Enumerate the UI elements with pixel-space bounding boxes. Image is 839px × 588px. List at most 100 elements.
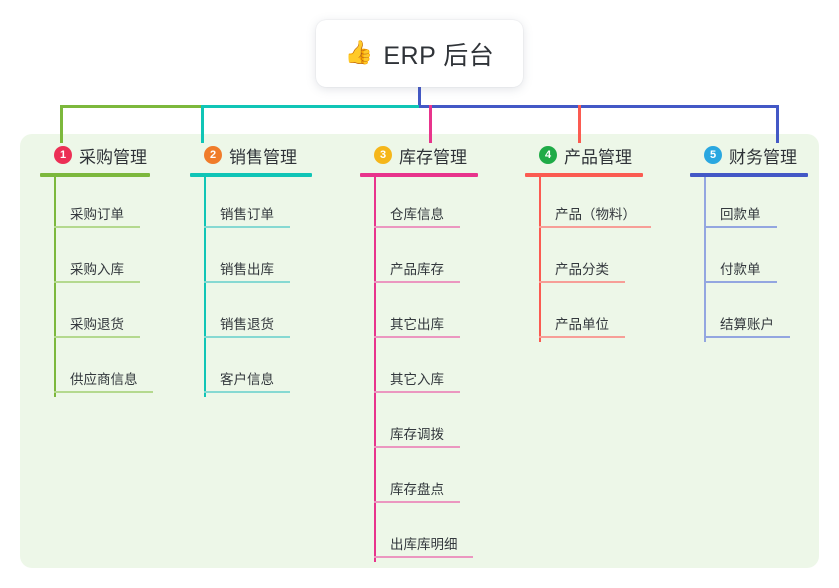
list-item[interactable]: 付款单 bbox=[690, 232, 830, 287]
branch-index-badge: 1 bbox=[54, 146, 72, 164]
branch-rule bbox=[190, 173, 312, 177]
list-item[interactable]: 回款单 bbox=[690, 177, 830, 232]
list-item[interactable]: 采购入库 bbox=[40, 232, 190, 287]
list-item[interactable]: 仓库信息 bbox=[360, 177, 520, 232]
list-item[interactable]: 销售出库 bbox=[190, 232, 340, 287]
branch-header-finance[interactable]: 5 财务管理 bbox=[690, 142, 830, 168]
branch-items-product: 产品（物料） 产品分类 产品单位 bbox=[525, 177, 690, 342]
bus-segment-green bbox=[60, 105, 201, 108]
branch-header-sales[interactable]: 2 销售管理 bbox=[190, 142, 340, 168]
thumbs-up-icon: 👍 bbox=[344, 40, 374, 66]
list-item-rule bbox=[54, 336, 140, 338]
branch-index-badge: 3 bbox=[374, 146, 392, 164]
list-item-label: 销售退货 bbox=[220, 317, 274, 332]
branch-rule bbox=[690, 173, 808, 177]
list-item-label: 产品分类 bbox=[555, 262, 609, 277]
list-item[interactable]: 结算账户 bbox=[690, 287, 830, 342]
list-item-label: 产品单位 bbox=[555, 317, 609, 332]
branch-header-purchasing[interactable]: 1 采购管理 bbox=[40, 142, 190, 168]
drop-purchasing bbox=[60, 105, 63, 143]
branch-spine bbox=[54, 177, 56, 397]
list-item[interactable]: 其它入库 bbox=[360, 342, 520, 397]
list-item[interactable]: 采购订单 bbox=[40, 177, 190, 232]
list-item-rule bbox=[204, 336, 290, 338]
list-item-label: 付款单 bbox=[720, 262, 761, 277]
branch-title: 产品管理 bbox=[564, 147, 632, 167]
list-item-label: 采购退货 bbox=[70, 317, 124, 332]
drop-product bbox=[578, 105, 581, 143]
branch-title: 财务管理 bbox=[729, 147, 797, 167]
list-item-label: 产品库存 bbox=[390, 262, 444, 277]
root-node[interactable]: 👍 ERP 后台 bbox=[316, 20, 523, 87]
branch-spine bbox=[374, 177, 376, 562]
list-item-label: 其它入库 bbox=[390, 372, 444, 387]
list-item-rule bbox=[539, 281, 625, 283]
list-item[interactable]: 产品分类 bbox=[525, 232, 690, 287]
drop-sales bbox=[201, 105, 204, 143]
list-item-label: 销售出库 bbox=[220, 262, 274, 277]
branch-index-badge: 4 bbox=[539, 146, 557, 164]
drop-finance bbox=[776, 105, 779, 143]
root-node-label: ERP 后台 bbox=[383, 41, 495, 70]
list-item-rule bbox=[539, 226, 651, 228]
list-item-label: 结算账户 bbox=[720, 317, 774, 332]
list-item[interactable]: 出库库明细 bbox=[360, 507, 520, 562]
list-item[interactable]: 产品库存 bbox=[360, 232, 520, 287]
branch-title: 销售管理 bbox=[229, 147, 297, 167]
list-item-rule bbox=[704, 226, 777, 228]
list-item[interactable]: 供应商信息 bbox=[40, 342, 190, 397]
list-item[interactable]: 其它出库 bbox=[360, 287, 520, 342]
list-item-rule bbox=[704, 281, 777, 283]
list-item-label: 客户信息 bbox=[220, 372, 274, 387]
branch-header-product[interactable]: 4 产品管理 bbox=[525, 142, 690, 168]
branch-rule bbox=[40, 173, 150, 177]
branch-items-purchasing: 采购订单 采购入库 采购退货 供应商信息 bbox=[40, 177, 190, 397]
branch-column-inventory: 3 库存管理 仓库信息 产品库存 其它出库 其它入库 库存调拨 bbox=[360, 142, 520, 562]
list-item[interactable]: 销售退货 bbox=[190, 287, 340, 342]
branch-column-product: 4 产品管理 产品（物料） 产品分类 产品单位 bbox=[525, 142, 690, 342]
list-item[interactable]: 库存盘点 bbox=[360, 452, 520, 507]
list-item[interactable]: 采购退货 bbox=[40, 287, 190, 342]
branch-spine bbox=[704, 177, 706, 342]
branch-column-sales: 2 销售管理 销售订单 销售出库 销售退货 客户信息 bbox=[190, 142, 340, 397]
list-item-label: 产品（物料） bbox=[555, 207, 636, 222]
list-item-label: 供应商信息 bbox=[70, 372, 138, 387]
list-item-rule bbox=[54, 226, 140, 228]
list-item-label: 出库库明细 bbox=[390, 537, 458, 552]
list-item[interactable]: 客户信息 bbox=[190, 342, 340, 397]
list-item-label: 采购订单 bbox=[70, 207, 124, 222]
branch-items-sales: 销售订单 销售出库 销售退货 客户信息 bbox=[190, 177, 340, 397]
branch-index-badge: 5 bbox=[704, 146, 722, 164]
branch-rule bbox=[525, 173, 643, 177]
list-item[interactable]: 销售订单 bbox=[190, 177, 340, 232]
list-item-label: 库存调拨 bbox=[390, 427, 444, 442]
list-item-rule bbox=[374, 556, 473, 558]
branch-title: 库存管理 bbox=[399, 147, 467, 167]
list-item-label: 采购入库 bbox=[70, 262, 124, 277]
list-item[interactable]: 产品（物料） bbox=[525, 177, 690, 232]
list-item-rule bbox=[54, 391, 153, 393]
branch-header-inventory[interactable]: 3 库存管理 bbox=[360, 142, 520, 168]
list-item-label: 回款单 bbox=[720, 207, 761, 222]
list-item[interactable]: 产品单位 bbox=[525, 287, 690, 342]
list-item-rule bbox=[374, 281, 460, 283]
list-item-rule bbox=[539, 336, 625, 338]
list-item-rule bbox=[374, 501, 460, 503]
list-item-rule bbox=[374, 336, 460, 338]
list-item-label: 库存盘点 bbox=[390, 482, 444, 497]
list-item-label: 仓库信息 bbox=[390, 207, 444, 222]
root-trunk-connector bbox=[418, 87, 421, 107]
branch-index-badge: 2 bbox=[204, 146, 222, 164]
drop-inventory bbox=[429, 105, 432, 143]
list-item-rule bbox=[204, 226, 290, 228]
branch-column-finance: 5 财务管理 回款单 付款单 结算账户 bbox=[690, 142, 830, 342]
bus-segment-teal bbox=[201, 105, 419, 108]
list-item-rule bbox=[374, 446, 460, 448]
branches-panel bbox=[20, 134, 819, 568]
branch-items-finance: 回款单 付款单 结算账户 bbox=[690, 177, 830, 342]
branch-rule bbox=[360, 173, 478, 177]
branch-spine bbox=[204, 177, 206, 397]
list-item[interactable]: 库存调拨 bbox=[360, 397, 520, 452]
bus-segment-blue bbox=[419, 105, 779, 108]
